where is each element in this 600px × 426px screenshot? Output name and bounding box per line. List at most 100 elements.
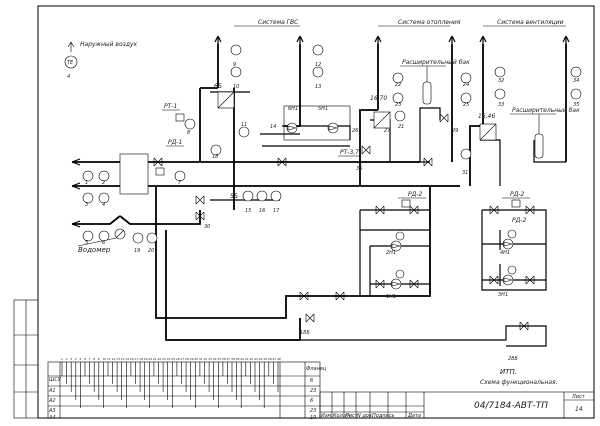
svg-text:Дата: Дата bbox=[407, 413, 421, 419]
svg-text:РД-2: РД-2 bbox=[408, 191, 422, 198]
svg-text:23: 23 bbox=[310, 408, 316, 414]
table-column-label: 36 bbox=[222, 357, 226, 361]
svg-text:4: 4 bbox=[102, 202, 105, 208]
svg-text:3: 3 bbox=[85, 202, 88, 208]
svg-text:10: 10 bbox=[310, 415, 316, 421]
title-heating: Система отопления bbox=[398, 19, 461, 26]
svg-text:25: 25 bbox=[463, 102, 469, 108]
svg-text:35: 35 bbox=[573, 102, 579, 108]
valves bbox=[153, 113, 535, 331]
table-column-label: 13 bbox=[116, 357, 120, 361]
table-column-label: 21 bbox=[153, 357, 157, 361]
svg-text:19: 19 bbox=[134, 248, 140, 254]
svg-text:12: 12 bbox=[315, 62, 321, 68]
svg-text:15: 15 bbox=[245, 208, 251, 214]
svg-text:N док.: N док. bbox=[357, 413, 373, 419]
outdoor-air-label: Наружный воздух bbox=[80, 41, 138, 48]
table-column-label: 24 bbox=[167, 357, 171, 361]
table-column-label: 29 bbox=[190, 357, 194, 361]
svg-text:TE: TE bbox=[67, 60, 74, 66]
top-outlets bbox=[214, 35, 570, 44]
svg-text:А3: А3 bbox=[48, 408, 56, 414]
table-column-label: 20 bbox=[148, 357, 152, 361]
table-column-label: 2 bbox=[66, 357, 68, 361]
svg-text:6: 6 bbox=[310, 378, 313, 384]
svg-text:18: 18 bbox=[212, 154, 218, 160]
table-column-label: 45 bbox=[263, 357, 267, 361]
table-column-label: 34 bbox=[213, 357, 217, 361]
table-column-label: 23 bbox=[162, 357, 166, 361]
svg-text:ШСУ: ШСУ bbox=[49, 377, 62, 383]
svg-text:РТ-3,7: РТ-3,7 bbox=[340, 149, 359, 156]
svg-text:6: 6 bbox=[102, 240, 105, 246]
svg-text:16: 16 bbox=[259, 208, 265, 214]
svg-text:1Н1: 1Н1 bbox=[386, 294, 396, 300]
sheet-number: 14 bbox=[575, 406, 583, 413]
svg-text:5: 5 bbox=[85, 240, 88, 246]
scheme-type-label: Схема функциональная. bbox=[480, 379, 558, 386]
table-column-label: 35 bbox=[217, 357, 221, 361]
svg-text:8: 8 bbox=[187, 130, 190, 136]
svg-text:РД-1: РД-1 bbox=[168, 139, 182, 146]
table-column-label: 3 bbox=[70, 357, 72, 361]
svg-text:23: 23 bbox=[395, 102, 401, 108]
svg-text:16,70: 16,70 bbox=[370, 95, 387, 102]
table-column-label: 7 bbox=[89, 357, 91, 361]
svg-text:20: 20 bbox=[148, 248, 154, 254]
table-column-label: 1 bbox=[61, 357, 63, 361]
table-column-label: 33 bbox=[208, 357, 212, 361]
svg-text:А1: А1 bbox=[48, 388, 56, 394]
svg-text:Фланец: Фланец bbox=[306, 366, 327, 372]
svg-text:4: 4 bbox=[67, 74, 70, 80]
table-column-label: 11 bbox=[107, 357, 111, 361]
table-column-label: 12 bbox=[112, 357, 116, 361]
svg-text:18Б: 18Б bbox=[300, 330, 310, 336]
table-column-label: 16 bbox=[130, 357, 134, 361]
table-column-label: 5 bbox=[79, 357, 81, 361]
table-column-label: 38 bbox=[231, 357, 235, 361]
table-column-label: 19 bbox=[144, 357, 148, 361]
gvs-pump-module bbox=[283, 105, 351, 141]
svg-text:РД-2: РД-2 bbox=[512, 217, 526, 224]
table-column-label: 26 bbox=[176, 357, 180, 361]
table-column-label: 25 bbox=[171, 357, 175, 361]
title-block: Изм. Кол.уч. Лист N док. Подпись Дата 04… bbox=[319, 391, 595, 419]
svg-text:14: 14 bbox=[270, 124, 276, 130]
svg-text:21: 21 bbox=[398, 124, 404, 130]
svg-text:А4: А4 bbox=[48, 415, 56, 421]
table-column-label: 46 bbox=[268, 357, 272, 361]
svg-text:1: 1 bbox=[85, 180, 88, 186]
svg-text:РД-2: РД-2 bbox=[510, 191, 524, 198]
svg-text:6Б: 6Б bbox=[214, 83, 222, 90]
table-column-label: 28 bbox=[185, 357, 189, 361]
table-column-label: 39 bbox=[236, 357, 240, 361]
svg-text:33: 33 bbox=[498, 102, 504, 108]
svg-text:А2: А2 bbox=[48, 398, 56, 404]
table-column-label: 37 bbox=[226, 357, 230, 361]
svg-text:Кол.уч.: Кол.уч. bbox=[333, 413, 352, 419]
svg-text:10: 10 bbox=[233, 84, 239, 90]
table-column-label: 14 bbox=[121, 357, 125, 361]
ipt-label: ИТП. bbox=[500, 368, 517, 376]
water-meter-label: Водомер bbox=[78, 246, 111, 254]
svg-text:3Н1: 3Н1 bbox=[498, 292, 508, 298]
svg-text:9: 9 bbox=[233, 62, 236, 68]
svg-text:29: 29 bbox=[452, 128, 458, 134]
svg-text:6Н1: 6Н1 bbox=[288, 106, 298, 112]
svg-text:Подпись: Подпись bbox=[372, 413, 395, 419]
expansion-tanks: Расширительный бак Расширительный бак bbox=[400, 59, 580, 159]
table-column-label: 43 bbox=[254, 357, 258, 361]
svg-text:16,46: 16,46 bbox=[478, 113, 495, 120]
outdoor-air-sensor: Наружный воздух TE 4 bbox=[64, 41, 138, 80]
table-column-label: 6 bbox=[84, 357, 86, 361]
table-column-label: 32 bbox=[204, 357, 208, 361]
svg-text:5Б: 5Б bbox=[230, 193, 238, 200]
instruments: 9 10 12 13 22 23 24 25 32 33 34 35 1 2 3… bbox=[82, 44, 582, 300]
svg-text:Изм.: Изм. bbox=[321, 413, 333, 419]
svg-text:13: 13 bbox=[315, 84, 321, 90]
svg-text:32: 32 bbox=[498, 78, 504, 84]
table-column-label: 41 bbox=[245, 357, 249, 361]
expansion-tank-label-2: Расширительный бак bbox=[512, 107, 580, 114]
flow-arrows bbox=[71, 158, 81, 228]
